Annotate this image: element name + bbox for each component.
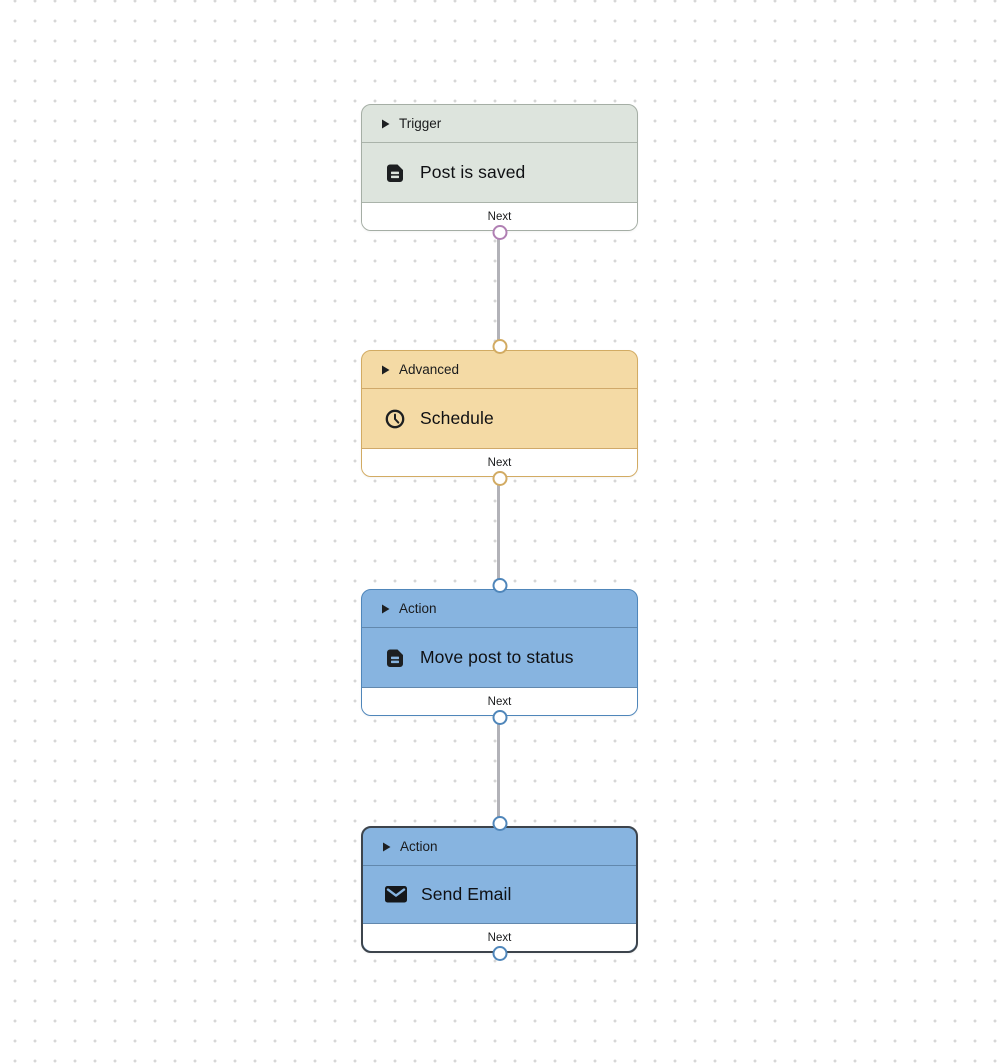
- next-label: Next: [487, 456, 512, 469]
- output-handle[interactable]: [492, 470, 507, 486]
- node-category-label: Trigger: [399, 116, 442, 131]
- next-label: Next: [487, 695, 512, 708]
- node-body: Move post to status: [362, 628, 637, 687]
- collapse-triangle-icon[interactable]: [381, 365, 390, 375]
- envelope-icon: [384, 885, 408, 904]
- document-icon: [383, 162, 407, 184]
- node-header[interactable]: Action: [362, 590, 637, 628]
- output-handle[interactable]: [492, 224, 507, 240]
- collapse-triangle-icon[interactable]: [382, 842, 391, 852]
- collapse-triangle-icon[interactable]: [381, 119, 390, 129]
- input-handle[interactable]: [492, 338, 507, 354]
- node-category-label: Action: [399, 601, 437, 616]
- workflow-node-advanced[interactable]: Advanced Schedule Next: [361, 338, 638, 486]
- collapse-triangle-icon[interactable]: [381, 604, 390, 614]
- workflow-node-action-selected[interactable]: Action Send Email Next: [361, 815, 638, 961]
- input-handle[interactable]: [492, 815, 507, 831]
- node-title: Schedule: [420, 408, 494, 428]
- output-handle[interactable]: [492, 709, 507, 725]
- connection-edge[interactable]: [497, 479, 500, 584]
- output-handle[interactable]: [492, 945, 507, 961]
- node-title: Post is saved: [420, 162, 526, 182]
- node-header[interactable]: Advanced: [362, 351, 637, 389]
- node-header[interactable]: Trigger: [362, 105, 637, 143]
- node-footer: Next: [363, 923, 636, 951]
- node-category-label: Action: [400, 839, 438, 854]
- workflow-node-action[interactable]: Action Move post to status Next: [361, 577, 638, 725]
- workflow-node-trigger[interactable]: Trigger Post is saved Next: [361, 104, 638, 240]
- node-title: Move post to status: [420, 647, 574, 667]
- document-icon: [383, 647, 407, 669]
- node-category-label: Advanced: [399, 362, 460, 377]
- node-body: Schedule: [362, 389, 637, 448]
- clock-icon: [383, 408, 407, 430]
- next-label: Next: [487, 210, 512, 223]
- node-header[interactable]: Action: [363, 828, 636, 866]
- node-body: Send Email: [363, 866, 636, 923]
- connection-edge[interactable]: [497, 718, 500, 821]
- connection-edge[interactable]: [497, 233, 500, 345]
- next-label: Next: [487, 931, 512, 944]
- input-handle[interactable]: [492, 577, 507, 593]
- node-body: Post is saved: [362, 143, 637, 202]
- node-title: Send Email: [421, 884, 512, 904]
